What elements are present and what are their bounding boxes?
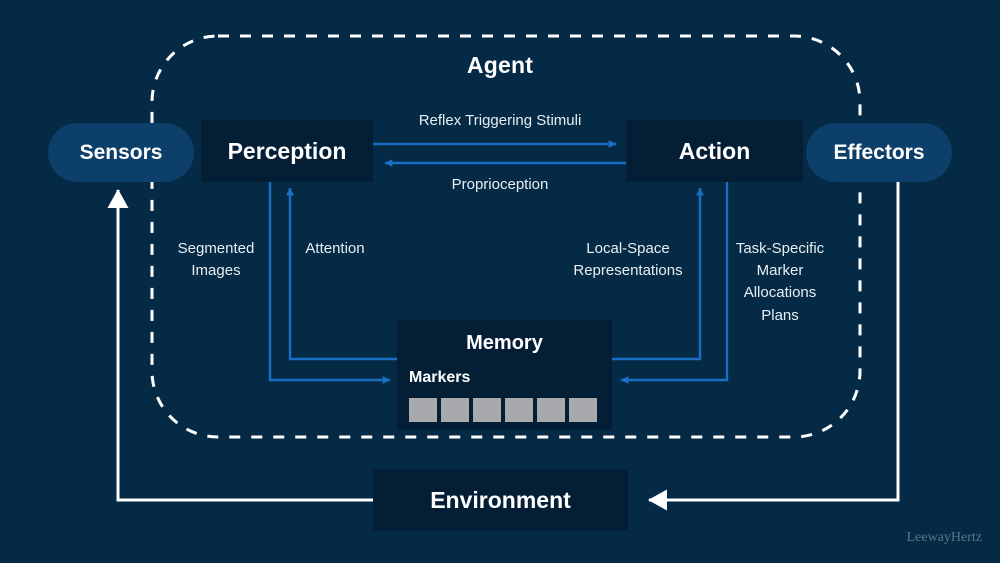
marker-cell[interactable] xyxy=(409,398,437,422)
node-sensors[interactable]: Sensors xyxy=(48,123,194,182)
edge-attention xyxy=(286,187,401,361)
node-environment-label: Environment xyxy=(430,486,571,513)
node-action-label: Action xyxy=(678,137,751,164)
edge-local-space-representations xyxy=(609,187,704,361)
marker-cell[interactable] xyxy=(505,398,533,422)
marker-cell[interactable] xyxy=(569,398,597,422)
edge-environment-to-sensors xyxy=(107,189,373,502)
agent-title: Agent xyxy=(466,52,534,78)
node-effectors-label: Effectors xyxy=(833,140,925,164)
edge-effectors-to-environment xyxy=(648,182,900,511)
marker-cell[interactable] xyxy=(537,398,565,422)
markers-label: Markers xyxy=(409,369,471,386)
node-effectors[interactable]: Effectors xyxy=(806,123,952,182)
node-perception-label: Perception xyxy=(227,137,347,164)
edge-task-specific xyxy=(620,181,729,384)
watermark: LeewayHertz xyxy=(906,530,982,545)
node-action[interactable]: Action xyxy=(626,120,803,182)
node-memory[interactable]: Memory Markers xyxy=(397,320,612,430)
label-reflex-triggering-stimuli: Reflex Triggering Stimuli xyxy=(418,112,582,129)
markers-row xyxy=(409,398,597,422)
agent-boundary xyxy=(150,34,862,439)
label-local-space-representations: Local-Space Representations xyxy=(573,240,683,280)
marker-cell[interactable] xyxy=(441,398,469,422)
label-proprioception: Proprioception xyxy=(451,176,549,193)
node-sensors-label: Sensors xyxy=(79,140,163,164)
label-task-specific: Task-Specific Marker Allocations Plans xyxy=(735,240,825,324)
edge-segmented-images xyxy=(268,181,391,384)
label-attention: Attention xyxy=(305,240,365,257)
label-segmented-images: Segmented Images xyxy=(177,240,255,280)
node-perception[interactable]: Perception xyxy=(201,120,373,182)
node-environment[interactable]: Environment xyxy=(373,470,628,530)
marker-cell[interactable] xyxy=(473,398,501,422)
node-memory-label: Memory xyxy=(466,332,543,354)
